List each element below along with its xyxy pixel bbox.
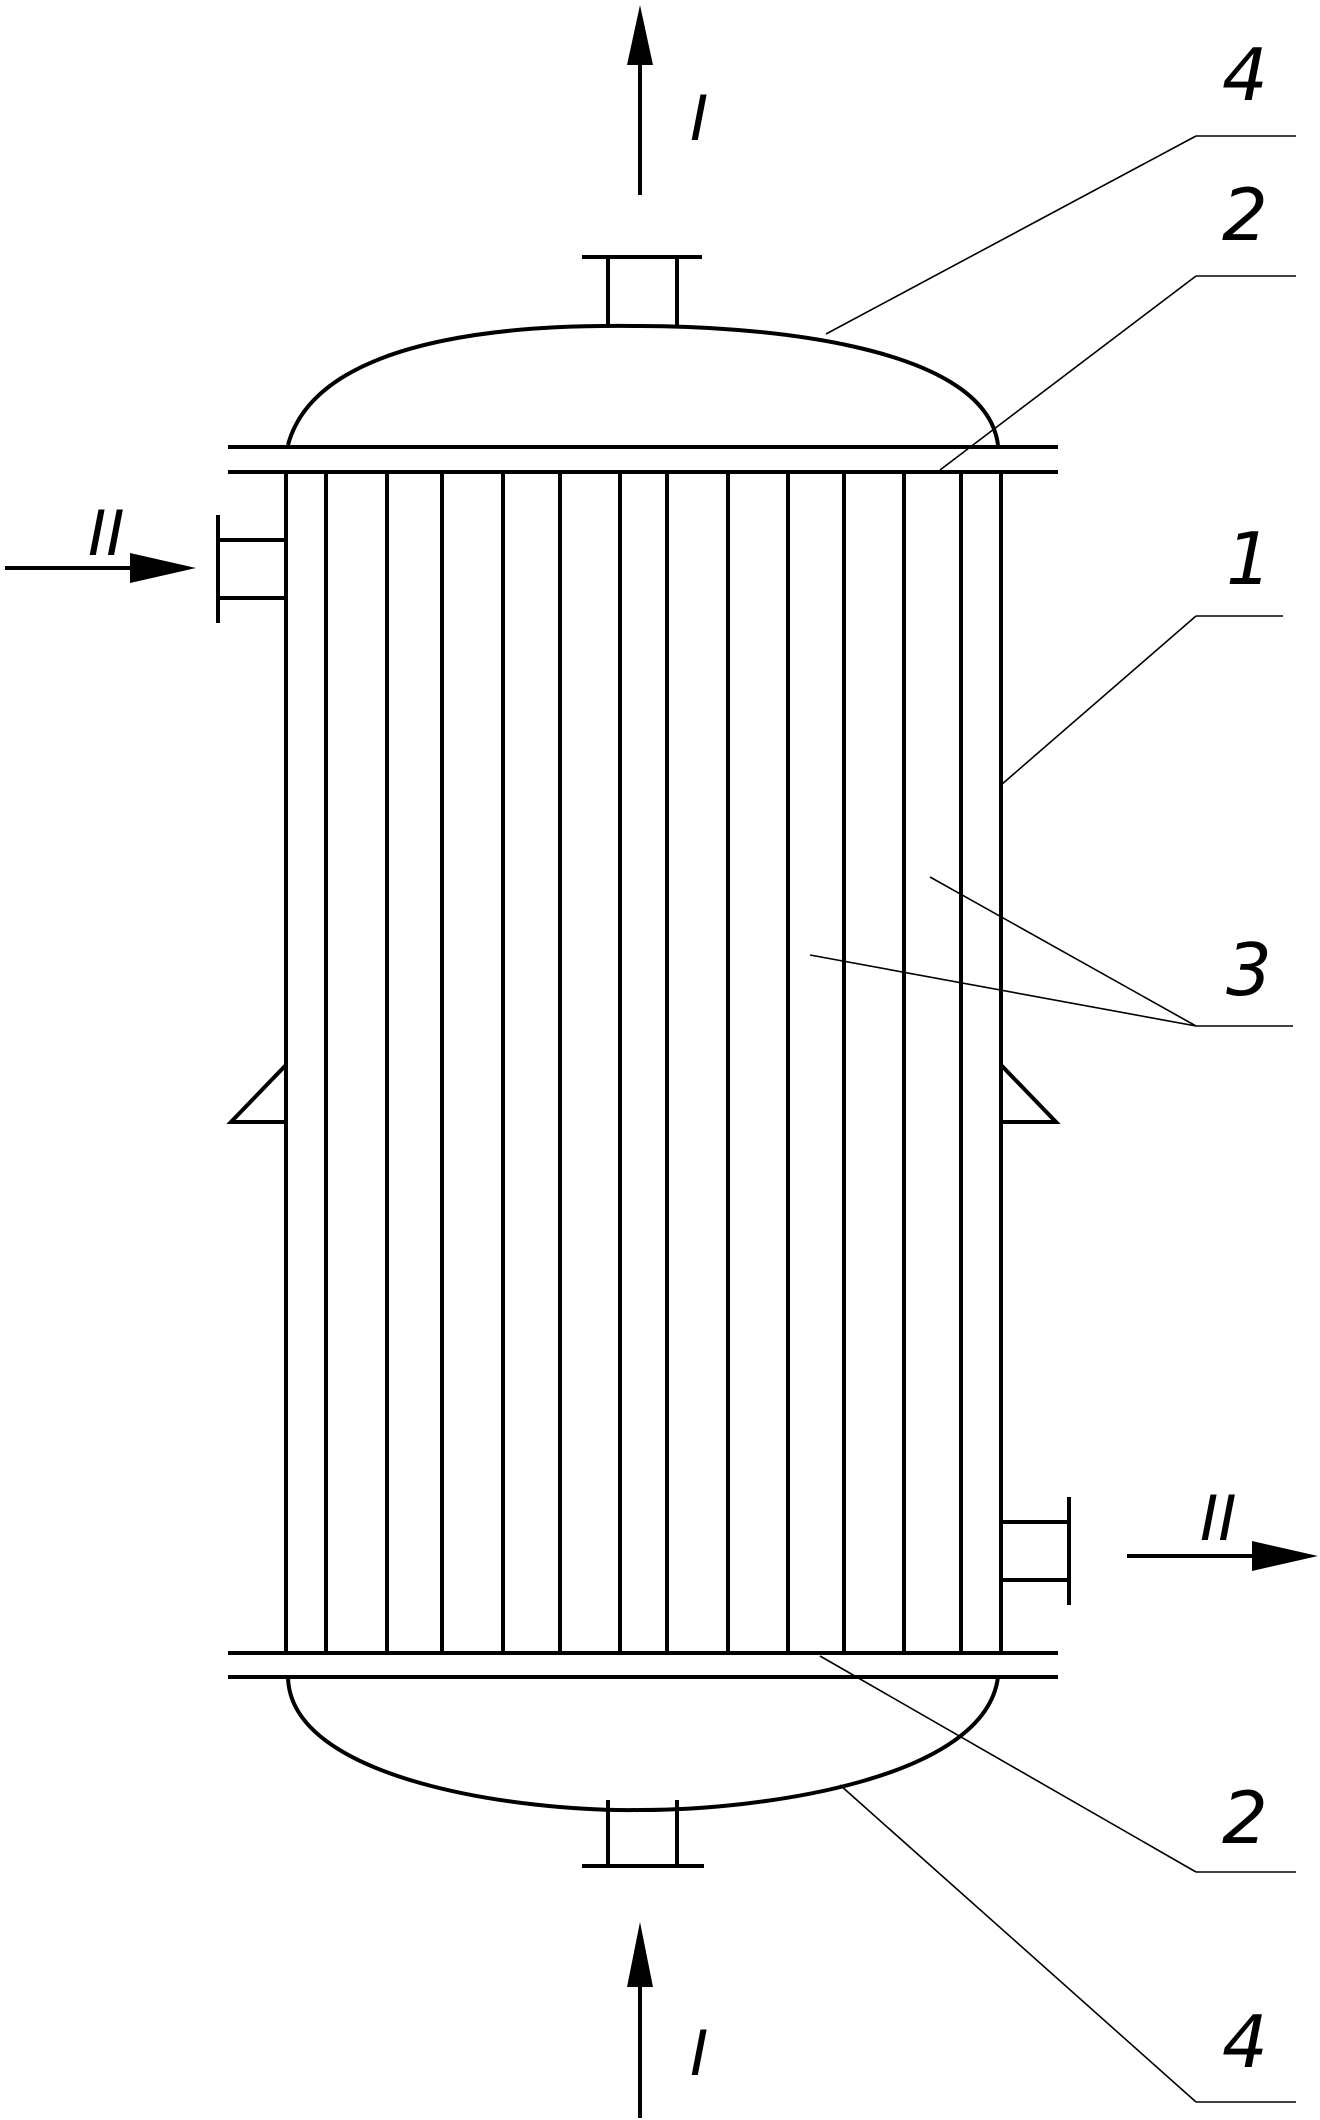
callout-bottom-head: [839, 1784, 1296, 2103]
shell-inlet-nozzle: [216, 515, 286, 623]
callout-top-tubesheet: [939, 275, 1296, 471]
label-shell: 1: [1226, 517, 1272, 601]
label-bottom-tubesheet: 2: [1222, 1776, 1268, 1860]
bottom-inlet-arrow: [627, 1922, 653, 2118]
left-support-lug: [226, 1060, 288, 1124]
shell: [284, 472, 1003, 1653]
top-outlet-arrow: [627, 5, 653, 195]
shell-outlet-label: II: [1200, 1482, 1237, 1555]
bottom-tubesheet: [228, 1651, 1058, 1679]
shell-inlet-arrow: [5, 553, 196, 583]
shell-inlet-label: II: [88, 497, 125, 570]
label-tubes: 3: [1226, 928, 1272, 1012]
top-nozzle: [582, 255, 702, 327]
bottom-nozzle: [582, 1800, 704, 1868]
label-top-head: 4: [1222, 33, 1268, 117]
bottom-flow-label: I: [690, 2017, 708, 2090]
top-flow-label: I: [690, 82, 708, 155]
label-top-tubesheet: 2: [1222, 173, 1268, 257]
tube-bundle: [324, 472, 963, 1653]
shell-outlet-arrow: [1127, 1541, 1318, 1571]
callout-shell: [1000, 615, 1283, 786]
label-bottom-head: 4: [1222, 2000, 1268, 2084]
top-head: [286, 323, 1000, 446]
top-tubesheet: [228, 445, 1058, 474]
shell-outlet-nozzle: [1001, 1497, 1071, 1605]
callout-tubes: [809, 876, 1293, 1027]
bottom-head: [286, 1676, 1000, 1813]
right-support-lug: [999, 1060, 1061, 1124]
callout-bottom-tubesheet: [819, 1655, 1296, 1873]
callout-top-head: [825, 135, 1296, 335]
